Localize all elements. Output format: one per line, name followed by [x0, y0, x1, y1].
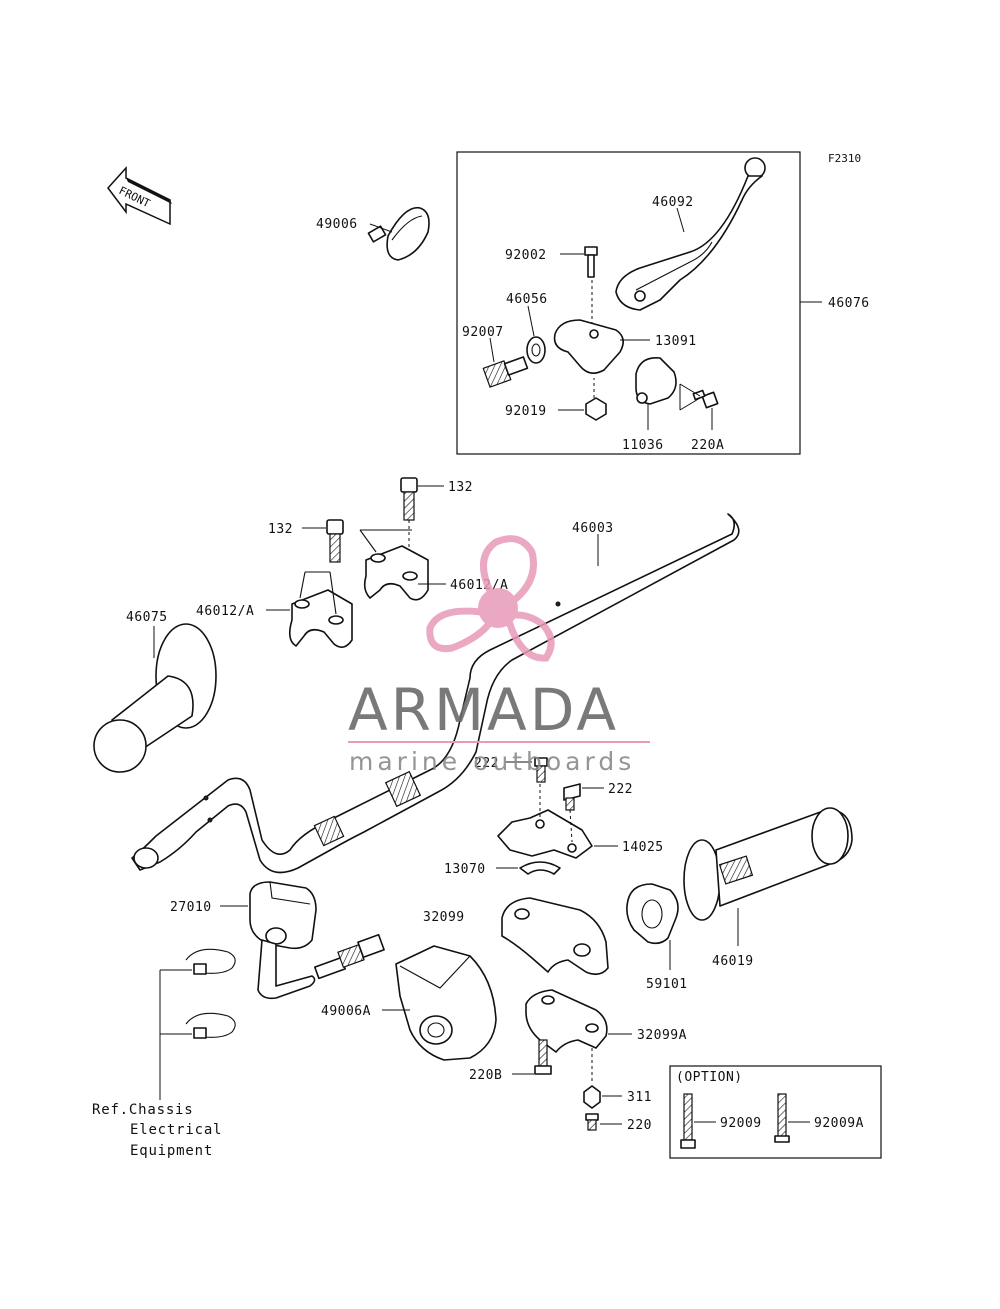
- label-46075: 46075: [126, 610, 168, 625]
- propeller-icon: [426, 535, 555, 662]
- handlebar-holder-left-part: [288, 571, 353, 648]
- housing-49006A-part: [395, 945, 497, 1061]
- option-part-92009: 92009: [720, 1116, 762, 1131]
- label-222-right: 222: [608, 782, 633, 797]
- mirror-part: [367, 206, 430, 261]
- screw-222-right-part: [563, 783, 581, 811]
- label-46056: 46056: [506, 292, 548, 307]
- label-46003: 46003: [572, 521, 614, 536]
- label-92007: 92007: [462, 325, 504, 340]
- label-14025: 14025: [622, 840, 664, 855]
- label-49006: 49006: [316, 217, 358, 232]
- label-220A: 220A: [691, 438, 724, 453]
- nut-311-part: [583, 1085, 601, 1109]
- bolt-132-top-part: [400, 477, 418, 521]
- right-grip-part: [683, 807, 853, 921]
- figure-code: F2310: [828, 152, 861, 165]
- watermark: ARMADA marine outboards: [348, 535, 650, 776]
- clamp-11036-part: [635, 357, 677, 405]
- bolt-92009A-part: [774, 1093, 790, 1143]
- label-132-left: 132: [268, 522, 293, 537]
- option-title: (OPTION): [676, 1070, 743, 1085]
- label-32099: 32099: [423, 910, 465, 925]
- lever-assembly-box: [456, 151, 801, 455]
- label-132-top: 132: [448, 480, 473, 495]
- label-46092: 46092: [652, 195, 694, 210]
- throttle-case-lower-part: [525, 989, 608, 1053]
- label-46076: 46076: [828, 296, 870, 311]
- adjuster-part: [526, 336, 546, 364]
- left-grip-part: [93, 623, 217, 773]
- label-311: 311: [627, 1090, 652, 1105]
- cam-59101-part: [626, 883, 679, 945]
- pin-92002-part: [584, 246, 598, 278]
- bolt-132-left-part: [326, 519, 344, 563]
- label-13070: 13070: [444, 862, 486, 877]
- reference-note-line1: Ref.Chassis: [92, 1102, 194, 1118]
- screw-220A-part: [692, 389, 719, 409]
- adjuster-bolt-part: [482, 356, 529, 388]
- screw-220-part: [585, 1113, 599, 1131]
- reference-note-line3: Equipment: [130, 1143, 213, 1159]
- option-part-92009A: 92009A: [814, 1116, 864, 1131]
- clip-13070-part: [519, 861, 561, 875]
- screw-222-left-part: [534, 757, 548, 783]
- watermark-brand: ARMADA: [348, 676, 619, 744]
- switch-27010-part: [249, 881, 385, 1000]
- nut-92019-part: [585, 397, 607, 421]
- bolt-92009-part: [680, 1093, 696, 1149]
- label-59101: 59101: [646, 977, 688, 992]
- clutch-lever-part: [615, 157, 766, 311]
- handlebar-holder-right-part: [359, 529, 429, 601]
- label-92002: 92002: [505, 248, 547, 263]
- label-220B: 220B: [469, 1068, 502, 1083]
- label-11036: 11036: [622, 438, 664, 453]
- front-arrow-icon: FRONT: [107, 166, 172, 226]
- label-49006A: 49006A: [321, 1004, 371, 1019]
- label-13091: 13091: [655, 334, 697, 349]
- cable-bands-part: [185, 948, 236, 1039]
- label-27010: 27010: [170, 900, 212, 915]
- label-46019: 46019: [712, 954, 754, 969]
- cover-14025-part: [497, 809, 593, 859]
- screw-220B-part: [534, 1039, 552, 1075]
- watermark-tagline: marine outboards: [349, 747, 635, 776]
- throttle-case-upper-part: [501, 897, 609, 976]
- label-222-left: 222: [474, 756, 499, 771]
- option-box: (OPTION) 92009 92009A: [669, 1065, 882, 1159]
- label-46012A-left: 46012/A: [196, 604, 254, 619]
- lever-holder-part: [553, 319, 624, 374]
- label-92019: 92019: [505, 404, 547, 419]
- label-32099A: 32099A: [637, 1028, 687, 1043]
- label-220: 220: [627, 1118, 652, 1133]
- reference-note-line2: Electrical: [130, 1122, 222, 1138]
